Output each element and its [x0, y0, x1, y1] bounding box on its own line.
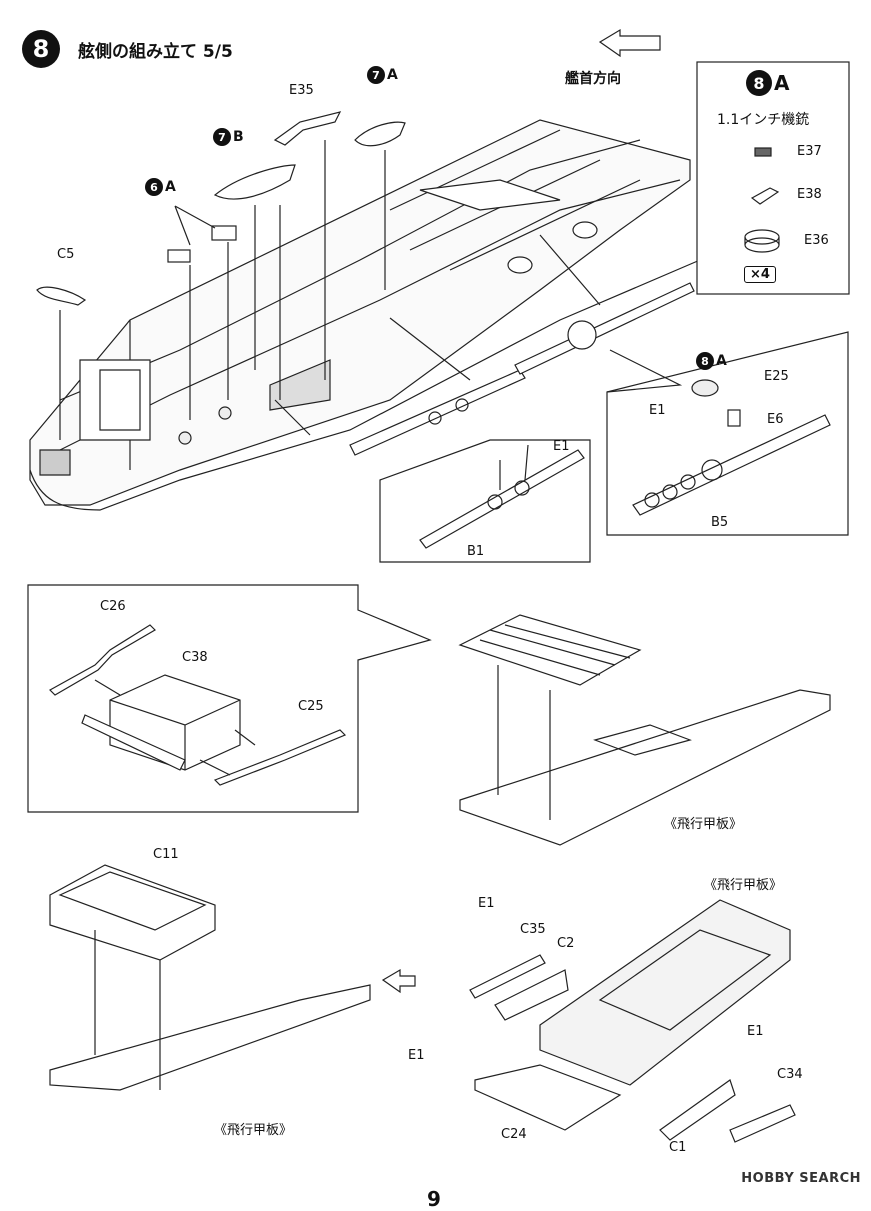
part-label-c25: C25 [298, 699, 324, 714]
part-label-e1-right: E1 [747, 1024, 764, 1039]
callout-7b-number: 7 [213, 128, 231, 146]
part-label-c35: C35 [520, 922, 546, 937]
quantity-badge: ×4 [744, 266, 776, 283]
part-e36-shape [744, 229, 780, 245]
step-title: 舷側の組み立て 5/5 [78, 42, 233, 62]
callout-7a-letter: A [387, 67, 398, 83]
part-label-c2: C2 [557, 936, 575, 951]
callout-6a-number: 6 [145, 178, 163, 196]
subassembly-8a-small-callout: 8 A [696, 352, 727, 370]
boat-7b [213, 164, 296, 200]
subassembly-8a-header: 8 A [746, 70, 789, 96]
step-number-badge: 8 [22, 30, 60, 68]
part-c11-shape [49, 864, 216, 961]
page-number: 9 [427, 1187, 441, 1211]
callout-8a-small-number: 8 [696, 352, 714, 370]
callout-7b-letter: B [233, 129, 244, 145]
flight-deck-bottom-left [49, 984, 371, 1091]
part-label-e35: E35 [289, 83, 314, 98]
part-label-c5: C5 [57, 247, 75, 262]
watermark: HOBBY SEARCH [741, 1171, 861, 1186]
part-c1-shape [659, 1079, 736, 1141]
callout-6a-letter: A [165, 179, 176, 195]
part-label-e1-b5: E1 [649, 403, 666, 418]
deck-elevator-cover [458, 614, 642, 686]
flight-deck-label-3: 《飛行甲板》 [704, 878, 783, 893]
part-label-c24: C24 [501, 1127, 527, 1142]
sub-assembly-8a-box [696, 61, 850, 295]
part-label-c26: C26 [100, 599, 126, 614]
part-label-e1-b1: E1 [553, 439, 570, 454]
part-label-e1-left: E1 [408, 1048, 425, 1063]
bow-direction-arrow [598, 28, 661, 58]
subassembly-7a-callout: 7 A [367, 66, 398, 84]
part-label-c1: C1 [669, 1140, 687, 1155]
part-label-e1-top: E1 [478, 896, 495, 911]
part-label-c38: C38 [182, 650, 208, 665]
part-label-c11: C11 [153, 847, 179, 862]
callout-7a-number: 7 [367, 66, 385, 84]
crane-e35 [273, 111, 342, 146]
subassembly-8a-name: 1.1インチ機銃 [717, 112, 810, 128]
part-label-b5: B5 [711, 515, 729, 530]
subassembly-6a-callout: 6 A [145, 178, 176, 196]
next-step-arrow [381, 968, 416, 994]
part-c2-shape [494, 969, 569, 1021]
subassembly-8a-letter: A [774, 71, 790, 95]
part-c34-shape [729, 1104, 796, 1143]
b5-detail-box [606, 331, 849, 536]
ship-hull [29, 119, 701, 511]
sponson-strip-b5 [514, 282, 695, 375]
gun-6a-left [167, 249, 191, 263]
part-e38-shape [750, 187, 780, 205]
gun-6a-right [211, 225, 237, 241]
part-c26-shape [49, 624, 156, 696]
part-label-e6: E6 [767, 412, 784, 427]
flight-deck-bottom-right [539, 899, 791, 1086]
part-label-e25: E25 [764, 369, 789, 384]
boat-c5 [36, 286, 87, 306]
flight-deck-label-1: 《飛行甲板》 [664, 817, 743, 832]
part-c25-shape [213, 729, 347, 786]
part-b5-shape [632, 414, 831, 516]
part-c24-shape [474, 1064, 622, 1131]
part-label-b1: B1 [467, 544, 485, 559]
flight-deck-middle [459, 689, 831, 846]
bow-direction-label: 艦首方向 [565, 71, 621, 87]
part-c35-shape [469, 954, 546, 999]
part-label-e37: E37 [797, 144, 822, 159]
callout-8a-small-letter: A [716, 353, 727, 369]
part-label-e36: E36 [804, 233, 829, 248]
part-e37-shape [754, 147, 772, 157]
subassembly-7b-callout: 7 B [213, 128, 244, 146]
boat-7a [354, 121, 406, 147]
part-label-c34: C34 [777, 1067, 803, 1082]
subassembly-8a-number: 8 [746, 70, 772, 96]
part-label-e38: E38 [797, 187, 822, 202]
b1-detail-box [379, 439, 591, 563]
flight-deck-label-2: 《飛行甲板》 [214, 1123, 293, 1138]
